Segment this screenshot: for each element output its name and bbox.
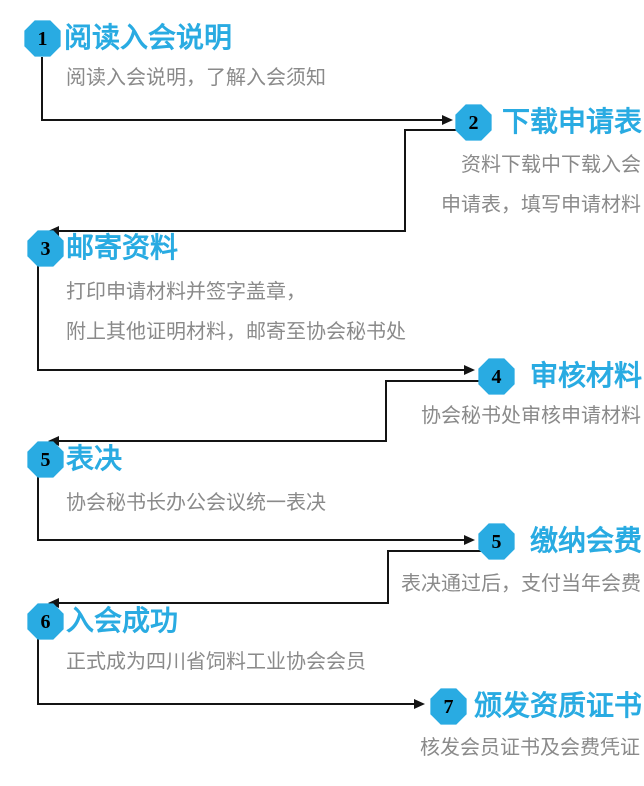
step-3-badge: 3 bbox=[27, 230, 64, 267]
step-1-title: 阅读入会说明 bbox=[64, 22, 233, 53]
step-1-number: 1 bbox=[37, 27, 48, 50]
step-5-desc-line: 协会秘书长办公会议统一表决 bbox=[66, 492, 326, 514]
connector-line bbox=[37, 539, 464, 541]
connector-line bbox=[37, 477, 39, 541]
step-1-desc-line: 阅读入会说明，了解入会须知 bbox=[66, 67, 326, 89]
connector-line bbox=[385, 380, 481, 382]
step-7-title: 颁发资质证书 bbox=[473, 690, 642, 721]
connector-line bbox=[58, 440, 387, 442]
step-7-desc-line: 核发会员证书及会费凭证 bbox=[420, 737, 640, 759]
step-5-title: 表决 bbox=[66, 443, 123, 474]
step-3-number: 3 bbox=[40, 237, 51, 260]
connector-line bbox=[404, 129, 406, 232]
step-7-badge: 7 bbox=[430, 688, 467, 725]
arrow-right-icon bbox=[414, 699, 425, 709]
connector-line bbox=[41, 119, 442, 121]
step-pay-fee-badge: 5 bbox=[478, 523, 515, 560]
connector-line bbox=[404, 129, 458, 131]
step-2-desc-line: 申请表，填写申请材料 bbox=[441, 194, 641, 216]
step-6-title: 入会成功 bbox=[66, 605, 179, 636]
arrow-right-icon bbox=[442, 115, 453, 125]
step-2-desc-line: 资料下载中下载入会 bbox=[461, 154, 641, 176]
connector-line bbox=[387, 550, 481, 552]
step-5-number: 5 bbox=[40, 448, 51, 471]
step-6-number: 6 bbox=[40, 610, 51, 633]
step-7-number: 7 bbox=[443, 695, 454, 718]
step-pay-fee-number: 5 bbox=[491, 530, 502, 553]
connector-line bbox=[58, 602, 389, 604]
step-pay-fee-desc-line: 表决通过后，支付当年会费 bbox=[401, 573, 641, 595]
step-2-number: 2 bbox=[468, 111, 479, 134]
connector-line bbox=[385, 380, 387, 442]
step-2-badge: 2 bbox=[455, 104, 492, 141]
arrow-left-icon bbox=[48, 436, 59, 446]
connector-line bbox=[37, 265, 39, 371]
step-4-badge: 4 bbox=[478, 358, 515, 395]
step-5-badge: 5 bbox=[27, 441, 64, 478]
connector-line bbox=[37, 369, 464, 371]
connector-line bbox=[387, 550, 389, 604]
step-6-desc-line: 正式成为四川省饲料工业协会会员 bbox=[66, 651, 366, 673]
step-2-title: 下载申请表 bbox=[501, 106, 642, 137]
step-3-desc-line: 打印申请材料并签字盖章， bbox=[66, 281, 306, 303]
step-4-number: 4 bbox=[491, 365, 502, 388]
connector-line bbox=[37, 703, 416, 705]
connector-line bbox=[58, 230, 406, 232]
arrow-left-icon bbox=[48, 598, 59, 608]
connector-line bbox=[41, 57, 43, 121]
arrow-right-icon bbox=[464, 535, 475, 545]
step-6-badge: 6 bbox=[27, 603, 64, 640]
step-1-badge: 1 bbox=[24, 20, 61, 57]
connector-line bbox=[37, 639, 39, 705]
arrow-right-icon bbox=[464, 365, 475, 375]
step-4-desc-line: 协会秘书处审核申请材料 bbox=[421, 405, 641, 427]
step-pay-fee-title: 缴纳会费 bbox=[529, 525, 642, 556]
step-3-desc-line: 附上其他证明材料，邮寄至协会秘书处 bbox=[66, 321, 406, 343]
step-4-title: 审核材料 bbox=[529, 360, 642, 391]
step-3-title: 邮寄资料 bbox=[66, 232, 179, 263]
